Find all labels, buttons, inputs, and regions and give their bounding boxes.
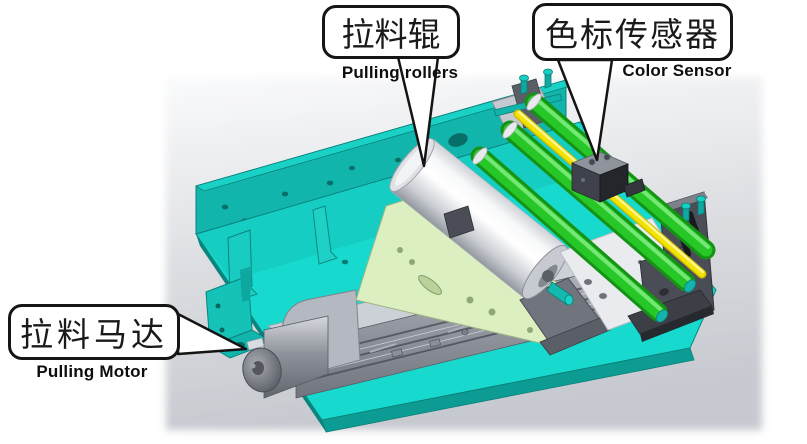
label-pulling-motor-en: Pulling Motor	[36, 362, 148, 381]
pulling-roller	[389, 138, 574, 306]
pulling-motor	[242, 315, 329, 399]
green-roller-middle	[500, 120, 697, 293]
base-gusset	[312, 205, 338, 265]
label-color-sensor-en: Color Sensor	[622, 61, 732, 80]
label-pulling-rollers-en: Pulling rollers	[341, 63, 459, 82]
green-roller-front	[470, 146, 669, 323]
callout-color-sensor-zh: 色标传感器	[545, 18, 720, 54]
callout-color-sensor: 色标传感器	[532, 3, 733, 61]
callout-pulling-rollers: 拉料辊	[322, 5, 460, 59]
roller-frame	[443, 68, 716, 342]
color-sensor	[570, 151, 646, 203]
callout-pulling-rollers-zh: 拉料辊	[341, 18, 441, 54]
callout-pulling-motor-zh: 拉料马达	[20, 318, 168, 354]
callout-pulling-motor: 拉料马达	[8, 304, 180, 360]
